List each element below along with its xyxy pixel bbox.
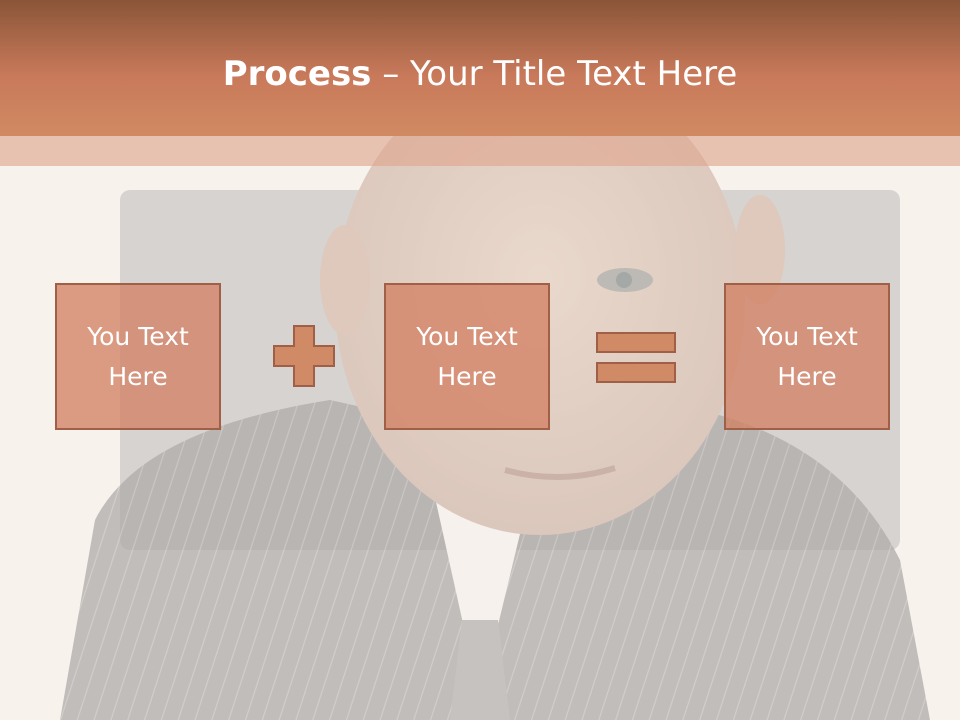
process-box-2[interactable]: You Text Here [384,283,550,430]
slide-title-bold: Process [222,54,372,94]
title-bar-accent-strip [0,136,960,166]
process-box-1[interactable]: You Text Here [55,283,221,430]
slide-title: Process – Your Title Text Here [0,52,960,96]
process-box-3[interactable]: You Text Here [724,283,890,430]
plus-icon [273,325,335,387]
process-box-1-text: You Text Here [87,321,189,391]
slide-title-rest: – Your Title Text Here [371,54,738,94]
title-bar [0,0,960,136]
process-box-3-text: You Text Here [756,321,858,391]
process-box-2-text: You Text Here [416,321,518,391]
equals-icon [596,332,676,383]
